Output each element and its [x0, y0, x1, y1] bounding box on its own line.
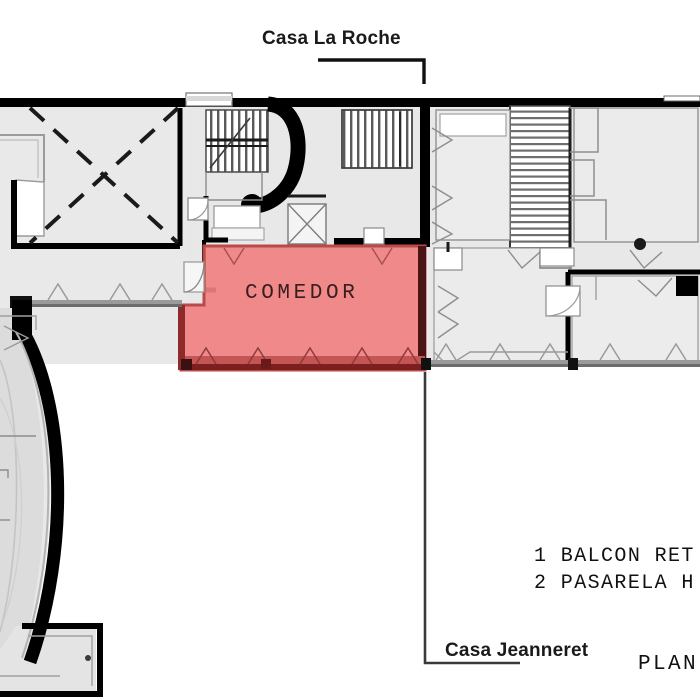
curved-gallery-wall	[0, 300, 103, 697]
service-shaft	[287, 194, 327, 245]
stair-jeanneret	[431, 105, 699, 249]
legend-item-1: 1 BALCON RET	[534, 545, 695, 568]
title-casa-jeanneret: Casa Jeanneret	[445, 640, 589, 661]
rooms-upper-middle	[363, 227, 581, 317]
title-casa-la-roche: Casa La Roche	[262, 28, 401, 49]
room-label-comedor: COMEDOR	[245, 282, 359, 305]
top-exterior-wall	[0, 92, 700, 107]
stair-core-left	[186, 96, 306, 293]
stair-hatched-upper	[341, 109, 413, 169]
left-double-height-hall	[0, 106, 188, 308]
plan-caption: PLAN	[638, 653, 699, 676]
legend-item-2: 2 PASARELA H	[534, 572, 695, 595]
highlighted-room-comedor[interactable]	[178, 244, 427, 372]
leader-lines	[318, 58, 520, 665]
